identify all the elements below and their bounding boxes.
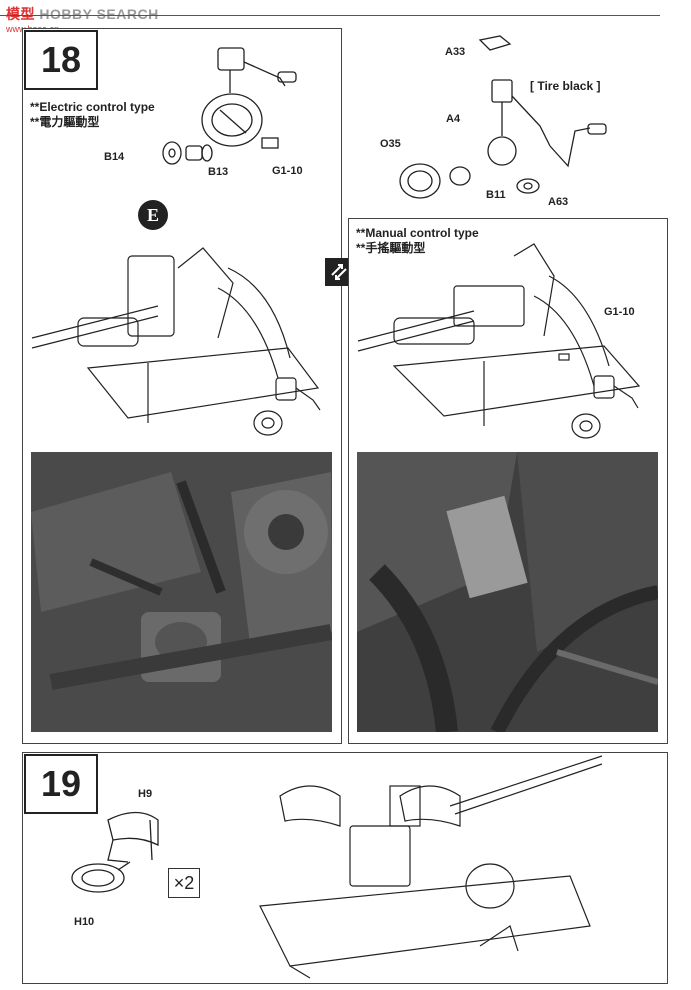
- part-label-a63: A63: [548, 196, 569, 208]
- step18-number: 18: [24, 30, 98, 90]
- hand-crank-assembly-drawing: [399, 35, 607, 199]
- manual-reference-photo: [357, 452, 658, 732]
- part-label-a4: A4: [446, 113, 461, 125]
- electric-gun-mount-drawing: [31, 247, 321, 436]
- page-top-rule: [0, 15, 660, 16]
- b14-washer-drawing: [162, 141, 213, 165]
- manual-gun-mount-drawing: [357, 243, 641, 439]
- step19-number: 19: [24, 754, 98, 814]
- step19-frame: [22, 752, 668, 984]
- part-label-b11: B11: [486, 189, 506, 201]
- electric-control-note: **Electric control type **電力驅動型: [30, 100, 155, 129]
- tire-black-note: [ Tire black ]: [530, 79, 601, 93]
- part-label-a33: A33: [445, 46, 466, 58]
- part-label-o35: O35: [380, 138, 401, 150]
- callout-e-badge: E: [138, 200, 168, 230]
- part-label-b13: B13: [208, 166, 229, 178]
- manual-control-note: **Manual control type **手搖驅動型: [356, 226, 479, 255]
- part-label-h9: H9: [138, 788, 153, 800]
- part-label-b14: B14: [104, 151, 125, 163]
- step19-gun-assembly-drawing: [259, 755, 603, 979]
- seat-bracket-drawing: [71, 811, 159, 893]
- part-label-g1-10-manual: G1-10: [604, 306, 635, 318]
- electric-reference-photo: [31, 452, 332, 732]
- quantity-times-two: ×2: [168, 868, 200, 898]
- electric-motor-assembly-drawing: [201, 47, 297, 149]
- part-label-h10: H10: [74, 916, 95, 928]
- part-label-g1-10-electric: G1-10: [272, 165, 303, 177]
- watermark-logo: 模型 HOBBY SEARCH: [6, 6, 159, 22]
